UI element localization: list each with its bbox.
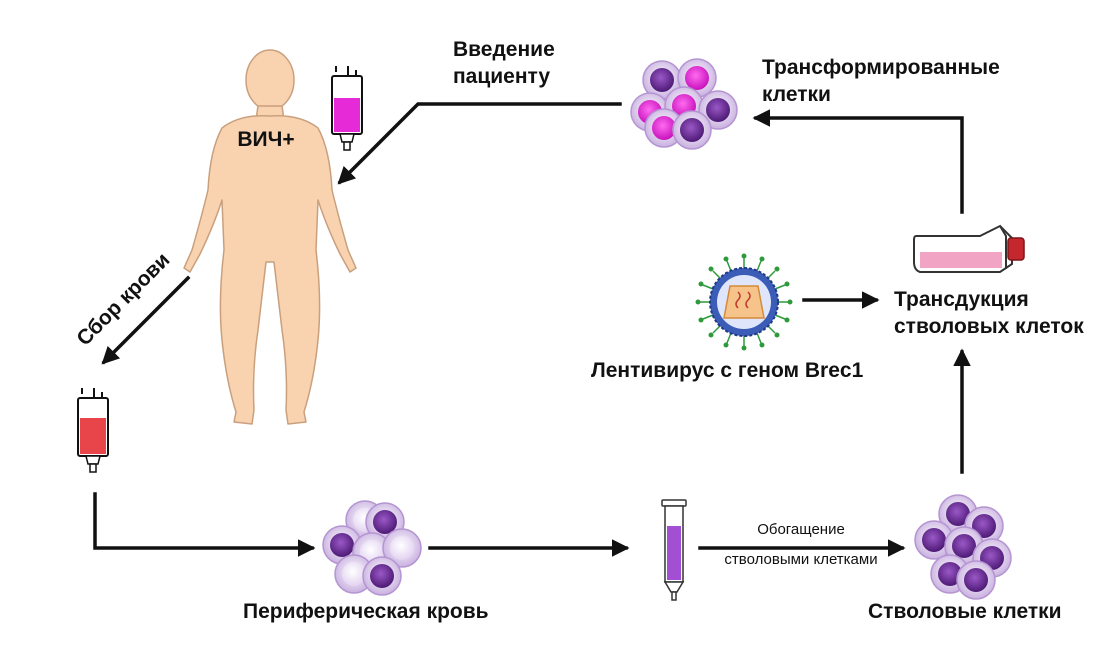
transformed-cells-cluster-icon xyxy=(630,58,738,150)
patient-label: ВИЧ+ xyxy=(237,128,294,151)
transduction-label-line2: стволовых клеток xyxy=(894,315,1084,338)
transformed-cells-label: Трансформированные клетки xyxy=(762,54,1000,108)
administration-label: Введение пациенту xyxy=(453,36,555,90)
chromatography-column-icon xyxy=(661,499,687,601)
arrow-to-transformed-cells xyxy=(752,109,964,214)
lentivirus-icon xyxy=(695,253,793,351)
enrichment-label-line1: Обогащение xyxy=(757,521,845,538)
culture-flask-icon xyxy=(913,224,1025,273)
transduction-label: Трансдукция стволовых клеток xyxy=(894,286,1084,340)
stem-cells-label: Стволовые клетки xyxy=(868,600,1062,623)
transduction-label-line1: Трансдукция xyxy=(894,288,1029,311)
arrow-to-peripheral-blood xyxy=(93,492,316,557)
enrichment-label-line2: стволовыми клетками xyxy=(724,551,878,568)
stem-cells-cluster-icon xyxy=(914,494,1012,600)
arrow-blood-collection xyxy=(101,275,191,365)
blood-bag-icon xyxy=(77,388,109,473)
transformed-cells-label-line1: Трансформированные xyxy=(762,56,1000,79)
administration-label-line1: Введение xyxy=(453,38,555,61)
iv-bag-icon xyxy=(331,66,363,151)
peripheral-blood-label: Периферическая кровь xyxy=(243,600,489,623)
lentivirus-label: Лентивирус с геном Brec1 xyxy=(591,359,864,382)
enrichment-label: Обогащение стволовыми клетками xyxy=(700,520,902,570)
arrow-administration xyxy=(337,102,622,185)
blood-collection-label: Сбор крови xyxy=(72,248,174,350)
human-figure-icon xyxy=(183,49,357,425)
peripheral-blood-cluster-icon xyxy=(322,500,422,596)
transformed-cells-label-line2: клетки xyxy=(762,83,831,106)
administration-label-line2: пациенту xyxy=(453,65,551,88)
